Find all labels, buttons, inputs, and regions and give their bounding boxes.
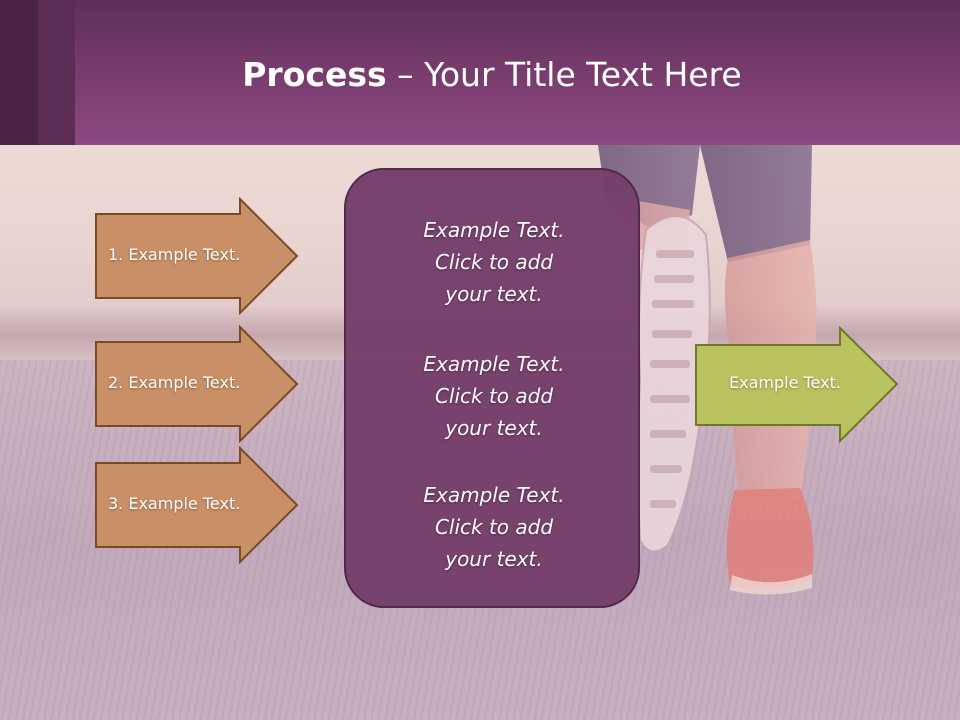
title-bold: Process	[242, 55, 387, 94]
process-arrow-3-label: 3. Example Text.	[108, 494, 241, 513]
process-arrow-2-label: 2. Example Text.	[108, 373, 241, 392]
center-block-3-line-2: Click to add	[434, 515, 554, 539]
center-block-1-line-3: your text.	[445, 282, 543, 306]
slide-title[interactable]: Process – Your Title Text Here	[0, 52, 960, 98]
process-arrow-2[interactable]	[94, 325, 300, 443]
center-block-2-line-2: Click to add	[434, 384, 554, 408]
title-rest: – Your Title Text Here	[386, 55, 742, 94]
center-block-1-line-2: Click to add	[434, 250, 554, 274]
center-block-3-line-1: Example Text.	[423, 483, 565, 507]
result-arrow-label: Example Text.	[729, 373, 841, 392]
process-arrow-1[interactable]	[94, 197, 300, 315]
process-arrow-1-label: 1. Example Text.	[108, 245, 241, 264]
title-bar: Process – Your Title Text Here	[0, 0, 960, 145]
title-bar-accent-dark	[0, 0, 38, 145]
center-block-3-line-3: your text.	[445, 547, 543, 571]
center-block-1-line-1: Example Text.	[423, 218, 565, 242]
result-arrow[interactable]	[694, 326, 900, 444]
center-text-block-2: Example Text. Click to add your text.	[346, 348, 642, 444]
center-text-block-1: Example Text. Click to add your text.	[346, 214, 642, 310]
title-bar-accent	[38, 0, 75, 145]
center-block-2-line-3: your text.	[445, 416, 543, 440]
center-block-2-line-1: Example Text.	[423, 352, 565, 376]
center-text-box[interactable]: Example Text. Click to add your text. Ex…	[344, 168, 640, 608]
process-arrow-3[interactable]	[94, 446, 300, 564]
center-text-block-3: Example Text. Click to add your text.	[346, 479, 642, 575]
